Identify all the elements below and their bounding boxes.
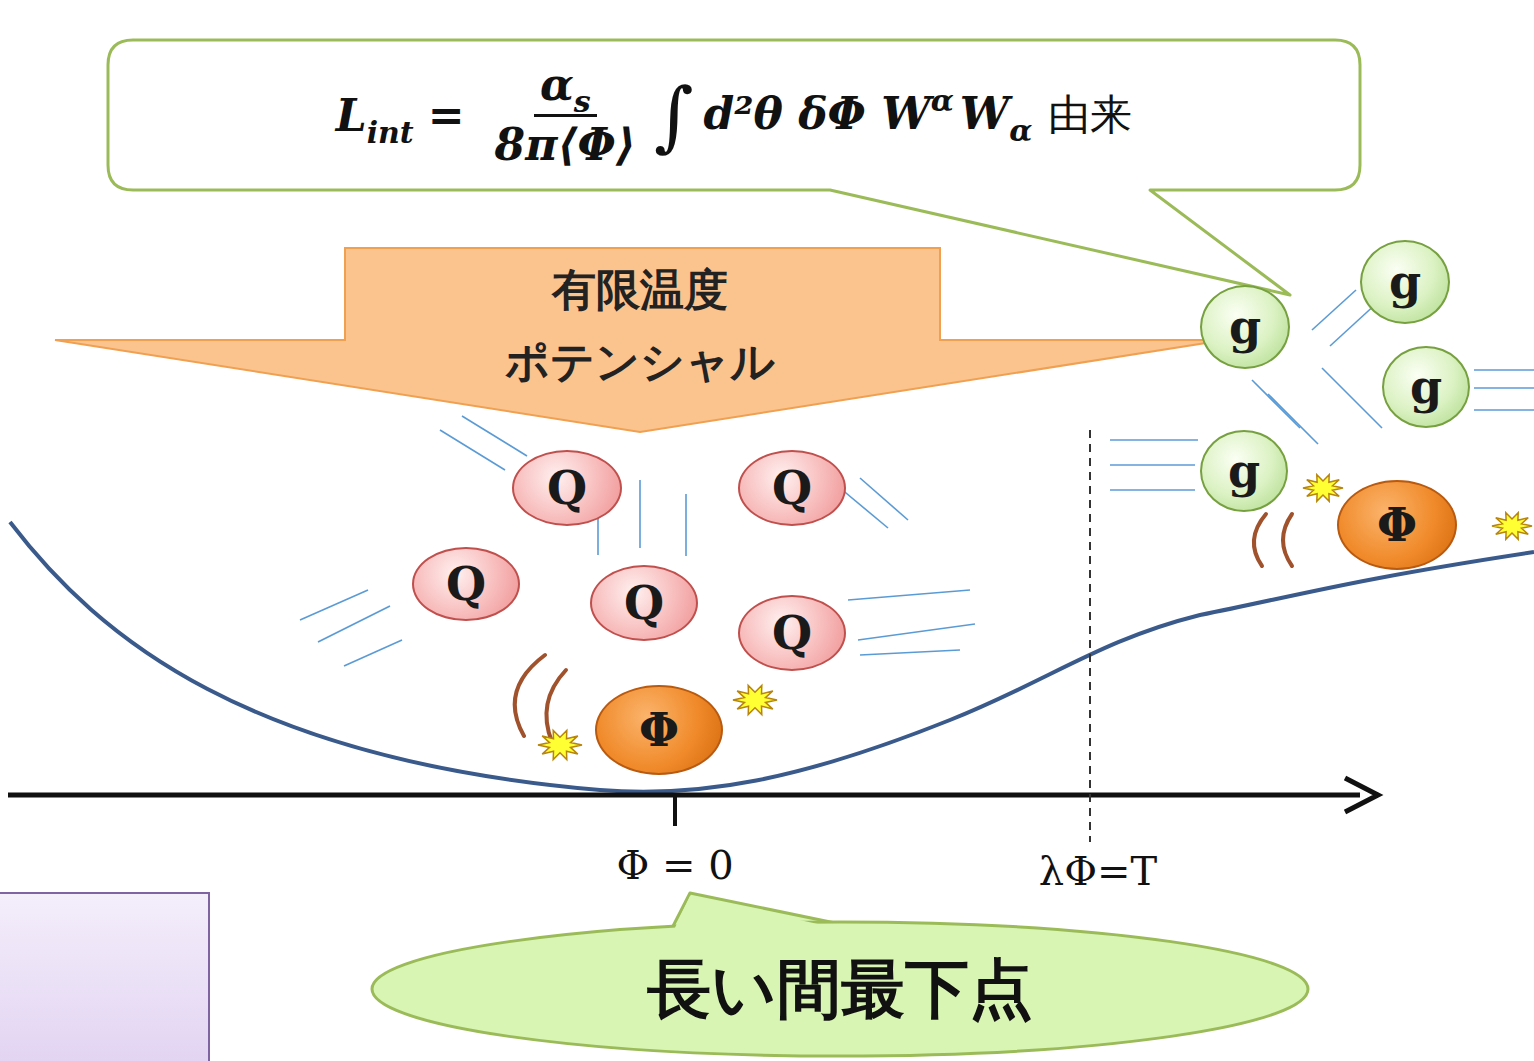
symbol: d²θ δΦ W bbox=[704, 88, 931, 139]
gluon-ball: g bbox=[1200, 430, 1288, 512]
subscript: int bbox=[367, 115, 414, 150]
symbol: L bbox=[336, 90, 367, 141]
ball-letter: Φ bbox=[639, 707, 679, 753]
node-content: Q bbox=[740, 452, 844, 524]
gluon-ball: g bbox=[1360, 240, 1450, 324]
phi-axis bbox=[8, 793, 1360, 798]
arrow-heading: 有限温度 ポテンシャル bbox=[490, 254, 790, 398]
potential-curve bbox=[10, 522, 1534, 792]
ball-letter: Q bbox=[547, 465, 587, 511]
node-content: g bbox=[1362, 242, 1448, 322]
node-content: Q bbox=[592, 567, 696, 639]
threshold-label: λΦ=T bbox=[1039, 848, 1157, 894]
ball-letter: Q bbox=[772, 610, 812, 656]
symbol: 8π⟨Φ⟩ bbox=[495, 119, 636, 170]
gluon-ball: g bbox=[1382, 346, 1470, 428]
node-content: g bbox=[1202, 287, 1288, 367]
ball-letter: g bbox=[1410, 364, 1442, 410]
symbol: α bbox=[540, 61, 574, 109]
ball-letter: g bbox=[1389, 259, 1421, 305]
ball-letter: g bbox=[1229, 304, 1261, 350]
denominator: 8π⟨Φ⟩ bbox=[489, 117, 642, 169]
origin-note: 由来 bbox=[1048, 87, 1132, 143]
subscript: α bbox=[1009, 113, 1032, 148]
symbol: W bbox=[960, 88, 1009, 139]
ball-letter: Φ bbox=[1377, 502, 1417, 548]
integral-sign: ∫ bbox=[654, 71, 694, 160]
formula-term: Lint bbox=[336, 90, 414, 141]
formula-term: d²θ δΦ WαWα由来 bbox=[704, 87, 1133, 143]
bottom-callout: 長い間最下点 bbox=[370, 920, 1310, 1058]
quark-ball: Q bbox=[738, 450, 846, 526]
callout-text: 長い間最下点 bbox=[647, 946, 1033, 1033]
axis-arrowhead bbox=[1345, 778, 1378, 812]
quark-ball: Q bbox=[512, 450, 622, 526]
node-content: Q bbox=[514, 452, 620, 524]
purple-panel bbox=[0, 893, 209, 1061]
ball-letter: Q bbox=[446, 561, 486, 607]
equals-sign: = bbox=[428, 90, 465, 141]
fraction: αs8π⟨Φ⟩ bbox=[489, 61, 642, 169]
field-ball: Φ bbox=[595, 685, 723, 775]
formula: Lint=αs8π⟨Φ⟩∫d²θ δΦ WαWα由来 bbox=[336, 61, 1133, 169]
node-content: Φ bbox=[597, 687, 721, 773]
axis-tick bbox=[673, 795, 677, 826]
formula-callout: Lint=αs8π⟨Φ⟩∫d²θ δΦ WαWα由来 bbox=[108, 40, 1360, 190]
temperature-threshold-line bbox=[1089, 430, 1091, 842]
field-ball: Φ bbox=[1337, 480, 1457, 570]
node-content: Q bbox=[414, 549, 518, 619]
node-content: Lint=αs8π⟨Φ⟩∫d²θ δΦ WαWα由来 bbox=[108, 40, 1360, 190]
ball-letter: Q bbox=[624, 580, 664, 626]
superscript: α bbox=[931, 83, 954, 118]
ball-letter: g bbox=[1228, 448, 1260, 494]
quark-ball: Q bbox=[412, 547, 520, 621]
numerator: αs bbox=[534, 61, 597, 116]
node-content: Q bbox=[740, 597, 844, 669]
node-content: g bbox=[1384, 348, 1468, 426]
ball-letter: Q bbox=[772, 465, 812, 511]
subscript: s bbox=[574, 85, 591, 118]
quark-ball: Q bbox=[738, 595, 846, 671]
node-content: 有限温度 ポテンシャル bbox=[55, 248, 1225, 433]
node-content: 長い間最下点 bbox=[370, 920, 1310, 1058]
node-content: g bbox=[1202, 432, 1286, 510]
node-content: Φ bbox=[1339, 482, 1455, 568]
quark-ball: Q bbox=[590, 565, 698, 641]
gluon-ball: g bbox=[1200, 285, 1290, 369]
axis-origin-label: Φ = 0 bbox=[616, 842, 733, 888]
block-arrow: 有限温度 ポテンシャル bbox=[55, 248, 1225, 433]
